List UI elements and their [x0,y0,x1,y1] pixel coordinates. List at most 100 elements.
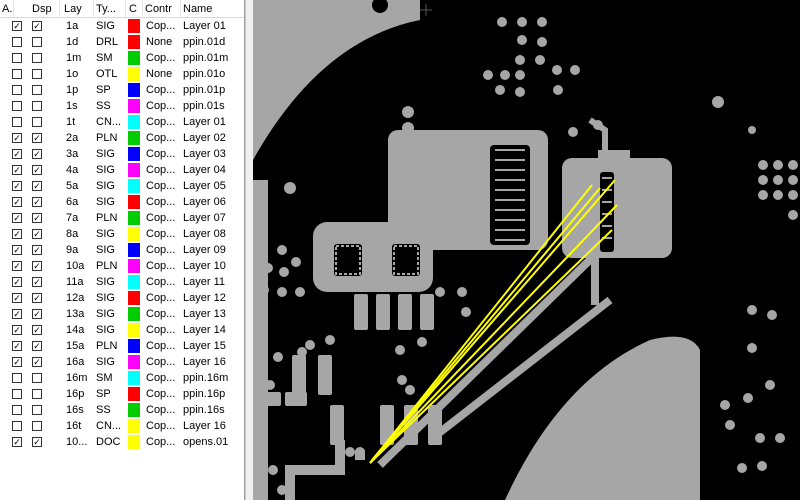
column-header-layer[interactable]: Lay [62,0,94,18]
layer-color-swatch[interactable] [128,99,140,113]
column-header-display[interactable]: Dsp [30,0,60,18]
panel-divider[interactable] [245,0,253,500]
display-checkbox[interactable]: ✓ [32,149,42,159]
display-checkbox[interactable]: ✓ [32,197,42,207]
layer-color-swatch[interactable] [128,131,140,145]
active-checkbox[interactable]: ✓ [12,165,22,175]
display-checkbox[interactable]: ✓ [32,293,42,303]
layer-color-swatch[interactable] [128,259,140,273]
display-checkbox[interactable] [32,373,42,383]
column-header-contents[interactable]: Contr [143,0,181,18]
display-checkbox[interactable]: ✓ [32,437,42,447]
active-checkbox[interactable] [12,373,22,383]
layer-color-swatch[interactable] [128,387,140,401]
layer-color-swatch[interactable] [128,115,140,129]
display-checkbox[interactable] [32,85,42,95]
column-header-type[interactable]: Ty... [94,0,126,18]
active-checkbox[interactable] [12,69,22,79]
layer-color-swatch[interactable] [128,83,140,97]
active-checkbox[interactable] [12,101,22,111]
layer-color-swatch[interactable] [128,307,140,321]
active-checkbox[interactable]: ✓ [12,149,22,159]
display-checkbox[interactable]: ✓ [32,165,42,175]
display-checkbox[interactable] [32,53,42,63]
active-checkbox[interactable] [12,117,22,127]
layer-color-swatch[interactable] [128,195,140,209]
layer-color-swatch[interactable] [128,211,140,225]
column-header-name[interactable]: Name [181,0,244,18]
layer-color-swatch[interactable] [128,419,140,433]
layer-color-swatch[interactable] [128,291,140,305]
active-checkbox[interactable]: ✓ [12,229,22,239]
layer-color-swatch[interactable] [128,227,140,241]
display-checkbox[interactable] [32,69,42,79]
display-checkbox[interactable]: ✓ [32,277,42,287]
active-checkbox[interactable]: ✓ [12,309,22,319]
display-checkbox[interactable]: ✓ [32,309,42,319]
active-checkbox[interactable]: ✓ [12,181,22,191]
active-checkbox[interactable]: ✓ [12,21,22,31]
display-checkbox[interactable] [32,389,42,399]
layer-color-swatch[interactable] [128,19,140,33]
display-checkbox[interactable]: ✓ [32,181,42,191]
active-checkbox[interactable]: ✓ [12,325,22,335]
layer-color-swatch[interactable] [128,371,140,385]
active-checkbox[interactable]: ✓ [12,213,22,223]
display-checkbox[interactable] [32,37,42,47]
active-checkbox[interactable]: ✓ [12,277,22,287]
column-header-active[interactable]: A... [0,0,14,18]
display-checkbox[interactable]: ✓ [32,341,42,351]
active-checkbox[interactable]: ✓ [12,357,22,367]
column-header-color[interactable]: C [127,0,143,18]
display-checkbox[interactable] [32,101,42,111]
display-checkbox[interactable] [32,421,42,431]
layer-color-swatch[interactable] [128,163,140,177]
layer-color-swatch[interactable] [128,179,140,193]
display-checkbox[interactable]: ✓ [32,133,42,143]
active-checkbox[interactable]: ✓ [12,245,22,255]
active-checkbox[interactable]: ✓ [12,197,22,207]
active-checkbox[interactable] [12,405,22,415]
active-checkbox[interactable]: ✓ [12,133,22,143]
display-checkbox[interactable] [32,405,42,415]
display-checkbox[interactable]: ✓ [32,325,42,335]
pcb-canvas[interactable] [253,0,800,500]
layer-color-swatch[interactable] [128,435,140,449]
display-checkbox[interactable]: ✓ [32,357,42,367]
active-checkbox[interactable]: ✓ [12,261,22,271]
layer-color-swatch[interactable] [128,67,140,81]
display-checkbox[interactable]: ✓ [32,229,42,239]
pcb-artwork[interactable] [253,0,800,500]
display-checkbox[interactable]: ✓ [32,213,42,223]
active-checkbox[interactable] [12,389,22,399]
layer-color-swatch[interactable] [128,339,140,353]
layer-color-swatch[interactable] [128,147,140,161]
layer-color-swatch[interactable] [128,403,140,417]
display-checkbox[interactable] [32,117,42,127]
layer-color-swatch[interactable] [128,355,140,369]
active-checkbox[interactable]: ✓ [12,341,22,351]
active-checkbox[interactable] [12,53,22,63]
